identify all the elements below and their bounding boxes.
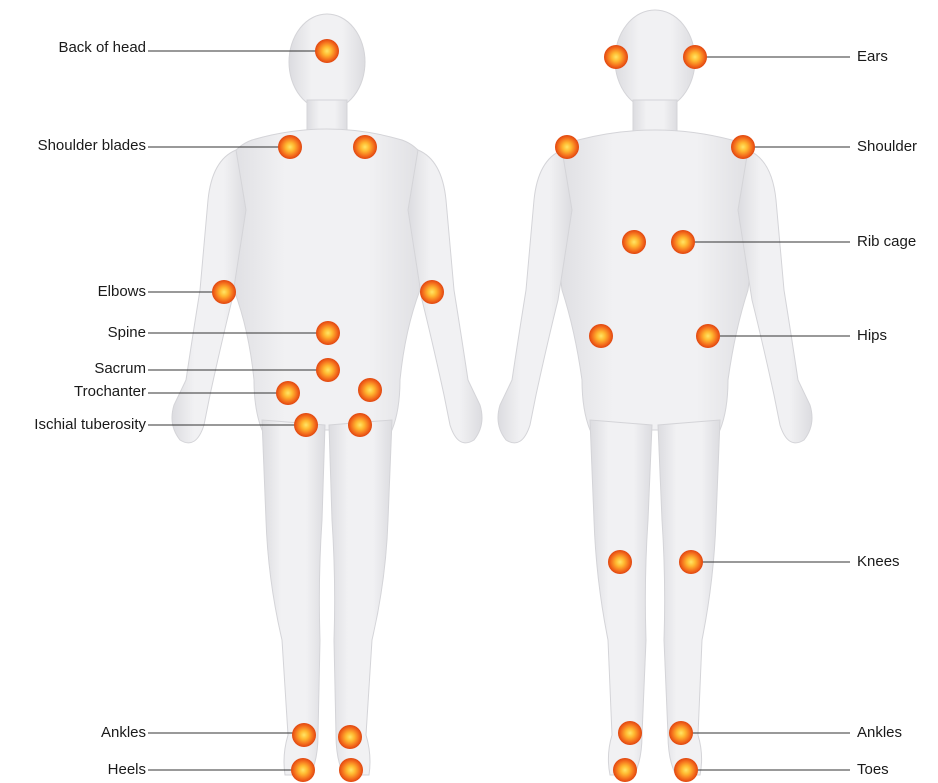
front-right-arm xyxy=(738,150,812,443)
marker-back-of-head xyxy=(315,39,339,63)
marker-hip-left xyxy=(589,324,613,348)
label-ankles-back: Ankles xyxy=(101,724,146,742)
marker-sacrum xyxy=(316,358,340,382)
front-right-leg xyxy=(658,420,720,775)
marker-toe-left xyxy=(613,758,637,782)
marker-ear-right xyxy=(683,45,707,69)
marker-shoulder-blade-left xyxy=(278,135,302,159)
label-spine: Spine xyxy=(108,324,146,342)
marker-elbow-right xyxy=(420,280,444,304)
marker-knee-right xyxy=(679,550,703,574)
label-rib-cage: Rib cage xyxy=(857,233,916,251)
label-elbows: Elbows xyxy=(98,283,146,301)
marker-knee-left xyxy=(608,550,632,574)
label-ischial-tuberosity: Ischial tuberosity xyxy=(34,416,146,434)
marker-heel-right xyxy=(339,758,363,782)
label-ears: Ears xyxy=(857,48,888,66)
label-sacrum: Sacrum xyxy=(94,360,146,378)
label-hips: Hips xyxy=(857,327,887,345)
back-torso xyxy=(222,129,432,430)
back-body-figure xyxy=(172,14,482,775)
back-right-arm xyxy=(408,150,482,443)
marker-shoulder-left xyxy=(555,135,579,159)
marker-toe-right xyxy=(674,758,698,782)
marker-ischial-right xyxy=(348,413,372,437)
front-left-leg xyxy=(590,420,652,775)
front-left-arm xyxy=(498,150,572,443)
front-torso xyxy=(550,130,760,430)
label-heels: Heels xyxy=(108,761,146,779)
label-back-of-head: Back of head xyxy=(58,39,146,57)
marker-trochanter-right xyxy=(358,378,382,402)
marker-rib-left xyxy=(622,230,646,254)
marker-trochanter-left xyxy=(276,381,300,405)
marker-rib-right xyxy=(671,230,695,254)
marker-shoulder-blade-right xyxy=(353,135,377,159)
label-shoulder: Shoulder xyxy=(857,138,917,156)
marker-ankle-back-left xyxy=(292,723,316,747)
label-toes: Toes xyxy=(857,761,889,779)
marker-hip-right xyxy=(696,324,720,348)
marker-heel-left xyxy=(291,758,315,782)
front-body-figure xyxy=(498,10,812,775)
back-left-leg xyxy=(262,420,325,775)
label-shoulder-blades: Shoulder blades xyxy=(38,137,146,155)
marker-shoulder-right xyxy=(731,135,755,159)
marker-ischial-left xyxy=(294,413,318,437)
label-ankles-front: Ankles xyxy=(857,724,902,742)
marker-ankle-front-left xyxy=(618,721,642,745)
label-trochanter: Trochanter xyxy=(74,383,146,401)
marker-spine xyxy=(316,321,340,345)
marker-elbow-left xyxy=(212,280,236,304)
marker-ankle-front-right xyxy=(669,721,693,745)
marker-ankle-back-right xyxy=(338,725,362,749)
label-knees: Knees xyxy=(857,553,900,571)
back-right-leg xyxy=(329,420,392,775)
marker-ear-left xyxy=(604,45,628,69)
